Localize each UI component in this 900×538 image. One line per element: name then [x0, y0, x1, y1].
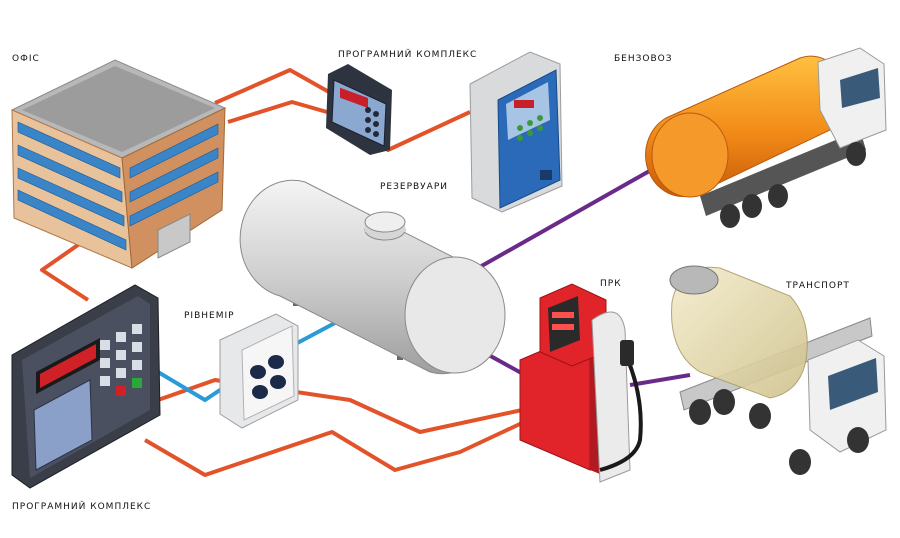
transport-label: ТРАНСПОРТ [786, 281, 850, 291]
dispenser-label: ПРК [600, 279, 622, 289]
main-controller-console-icon [11, 284, 161, 489]
software-complex-top-label: ПРОГРАМНИЙ КОМПЛЕКС [338, 50, 478, 60]
level-gauge-icon [219, 313, 299, 429]
fuel-truck-label: БЕНЗОВОЗ [614, 54, 673, 64]
office-label: ОФІС [12, 54, 40, 64]
link-dispenser-to-transport [629, 373, 691, 387]
office-building-icon [10, 59, 227, 269]
fuel-truck-icon [645, 47, 887, 228]
payment-kiosk-icon [469, 51, 563, 213]
fuel-dispenser-icon [519, 283, 643, 483]
link-console-to-dispenser-2 [157, 378, 523, 434]
software-complex-bottom-label: ПРОГРАМНИЙ КОМПЛЕКС [12, 502, 152, 512]
mixer-truck-icon [669, 265, 887, 475]
level-gauge-label: РІВНЕМІР [184, 311, 235, 321]
control-panel-small-icon [326, 64, 392, 155]
storage-tank-icon [239, 179, 506, 375]
tanks-label: РЕЗЕРВУАРИ [380, 182, 448, 192]
link-console-to-dispenser [143, 421, 523, 477]
link-tank-to-fueltruck [477, 163, 661, 270]
link-office-to-console [40, 236, 90, 302]
